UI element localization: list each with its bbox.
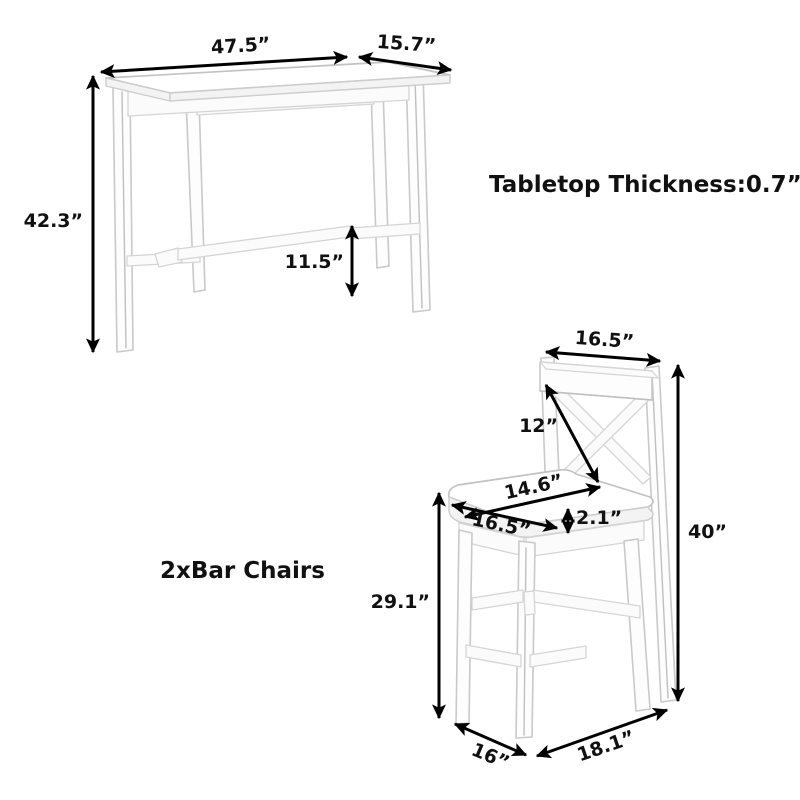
dimension-table-width: 47.5”	[99, 33, 349, 79]
dimension-table-width-label: 47.5”	[210, 33, 271, 59]
chair-leg-front-center	[515, 540, 536, 739]
table-leg-front-right	[405, 70, 431, 313]
dimension-chair-base-width-label: 16”	[468, 739, 512, 774]
dimension-chair-seat-thickness-label: 2.1”	[576, 507, 622, 529]
dimension-chair-overall-height-label: 40”	[688, 521, 727, 543]
table-stretcher-right-side	[350, 222, 421, 240]
dimension-table-footrest-height-label: 11.5”	[285, 251, 344, 273]
dimension-chair-seat-height: 29.1”	[371, 491, 447, 720]
chair-stretcher-front-right	[529, 645, 587, 668]
dimension-chair-seat-thickness: 2.1”	[560, 507, 622, 535]
dimension-chair-seat-height-label: 29.1”	[371, 591, 430, 613]
dimension-table-depth: 15.7”	[357, 31, 453, 76]
dimension-chair-overall-height: 40”	[670, 363, 727, 703]
chair-leg-back-right	[623, 538, 651, 712]
dimension-table-depth-label: 15.7”	[376, 31, 437, 57]
bar-table-illustration	[105, 61, 451, 353]
dimension-table-footrest-height: 11.5”	[285, 224, 360, 298]
chair-leg-front-left	[455, 529, 473, 725]
dimension-chair-back-diagonal: 12”	[519, 383, 600, 484]
dimension-chair-back-rail-width: 16.5”	[544, 327, 662, 367]
dimension-chair-back-rail-width-label: 16.5”	[574, 327, 635, 353]
chair-footrest-right	[532, 589, 641, 619]
chair-footrest-left	[471, 589, 524, 611]
dimension-table-height-label: 42.3”	[24, 210, 83, 232]
chair-footrest-connector	[523, 590, 536, 616]
table-leg-front-left	[112, 86, 134, 353]
bar-chairs-count-label: 2xBar Chairs	[160, 558, 325, 584]
dimension-table-height: 42.3”	[24, 74, 101, 354]
tabletop-thickness-label: Tabletop Thickness:0.7”	[489, 172, 800, 198]
dimension-chair-back-diagonal-label: 12”	[519, 415, 558, 437]
table-stretcher-left-cross	[154, 247, 183, 268]
chair-back-stile-right	[644, 365, 677, 703]
chair-stretcher-front-left	[465, 644, 522, 668]
dimension-chair-base-depth: 18.1”	[535, 707, 669, 766]
table-leg-back-right	[370, 87, 390, 269]
